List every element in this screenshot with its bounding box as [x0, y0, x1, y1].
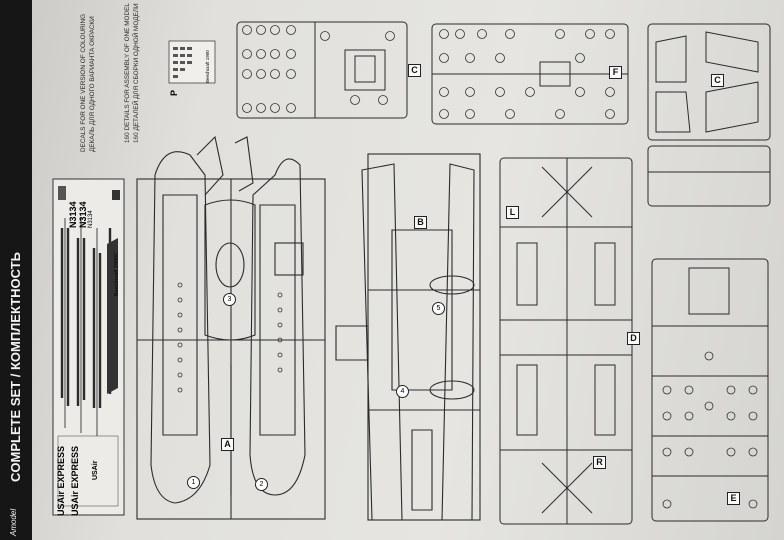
sprue-a-frame — [136, 135, 326, 520]
decal-brand-3: USAir — [92, 460, 99, 480]
part-number-2: 2 — [255, 478, 268, 491]
sprue-b-label: B — [414, 216, 427, 229]
sprue-c-frame — [236, 21, 408, 119]
sprue-f-label: F — [609, 66, 622, 79]
detail-note-en: 160 DETAILS FOR ASSEMBLY OF ONE MODEL — [124, 3, 131, 143]
decal-sheet-p — [168, 40, 216, 84]
decal-reg-2: N3134 — [78, 201, 88, 228]
brand-logo: Amodel — [9, 508, 18, 536]
sprue-c-label-1: C — [408, 64, 421, 77]
part-number-5: 5 — [432, 302, 445, 315]
sprue-a-label: A — [221, 438, 234, 451]
sidebar: COMPLETE SET / КОМПЛЕКТНОСТЬ Amodel — [0, 0, 32, 540]
decal-note-en: DECALS FOR ONE VERSION OF COLOURING — [80, 13, 87, 152]
decal-model-name: Beechcraft 1900C — [114, 251, 120, 296]
decal-brand-1: USAir EXPRESS — [56, 445, 66, 516]
sprue-b-frame — [335, 153, 481, 521]
sprue-f-frame — [431, 23, 629, 125]
decal-note-ru: ДЕКАЛЬ ДЛЯ ОДНОГО ВАРИАНТА ОКРАСКИ — [89, 16, 96, 152]
part-number-3: 3 — [223, 293, 236, 306]
decal-sheet-letter: P — [169, 89, 179, 96]
sprue-l-label: L — [506, 206, 519, 219]
sprue-c-label-2: C — [711, 74, 724, 87]
decal-sheet-brand: Beechcraft 1900 — [205, 50, 210, 83]
sprue-c2-frame — [647, 23, 771, 207]
decal-reg-1: N3134 — [68, 201, 78, 228]
sprue-r-label: R — [593, 456, 606, 469]
part-number-4: 4 — [396, 385, 409, 398]
sprue-d-label: D — [627, 332, 640, 345]
complete-set-title: COMPLETE SET / КОМПЛЕКТНОСТЬ — [8, 251, 23, 482]
sprue-e-label: E — [727, 492, 740, 505]
sprue-e-frame — [651, 258, 769, 522]
decal-reg-3: N3134 — [88, 210, 94, 228]
detail-note-ru: 160 ДЕТАЛЕЙ ДЛЯ СБОРКИ ОДНОЙ МОДЕЛИ — [133, 3, 140, 143]
decal-sheet — [52, 178, 125, 516]
decal-brand-2: USAir EXPRESS — [70, 445, 80, 516]
part-number-1: 1 — [187, 476, 200, 489]
